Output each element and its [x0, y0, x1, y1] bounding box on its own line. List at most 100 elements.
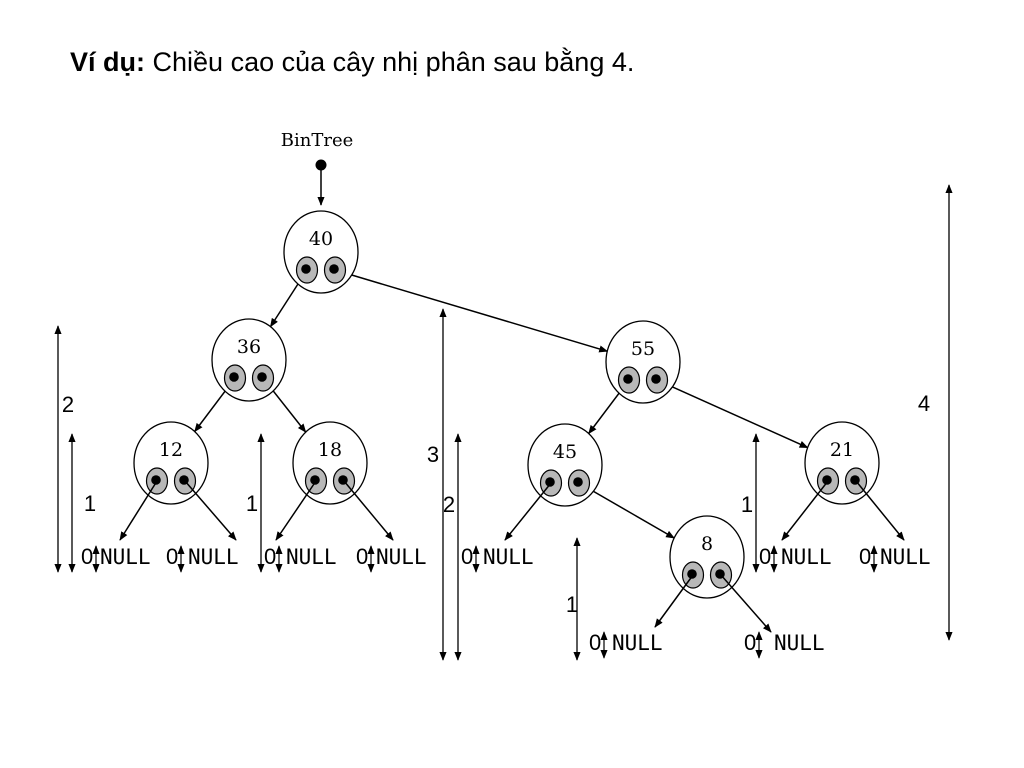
edge-n45-n8: [578, 482, 675, 539]
left-pointer-dot: [623, 374, 633, 384]
height-zero-label: 0: [264, 544, 276, 569]
tree-node-21: 21: [804, 421, 880, 505]
height-zero-label: 0: [744, 630, 756, 655]
null-label: NULL: [286, 545, 337, 569]
height-label: 4: [918, 391, 930, 416]
height-zero-label: 0: [81, 544, 93, 569]
tree-node-12: 12: [133, 421, 209, 505]
null-pointer-arrow: [184, 480, 237, 541]
node-key: 45: [553, 441, 577, 463]
null-child-n21-left: NULL 0: [759, 480, 832, 573]
tree-node-55: 55: [605, 320, 681, 404]
node-key: 12: [159, 439, 183, 461]
node-circle: [283, 210, 359, 294]
left-pointer-dot: [687, 569, 697, 579]
null-child-n45-left: NULL 0: [461, 482, 552, 573]
height-label: 2: [62, 392, 74, 417]
null-child-n8-left: NULL 0: [589, 574, 694, 659]
null-child-n12-left: NULL 0: [81, 480, 158, 573]
left-pointer-dot: [151, 475, 161, 485]
left-pointer-dot: [301, 264, 311, 274]
null-pointer-arrow: [654, 574, 694, 628]
edge-n40-n55: [334, 269, 609, 353]
node-circle: [527, 423, 603, 507]
height-zero-label: 0: [589, 630, 601, 655]
null-child-n18-right: NULL 0: [343, 480, 427, 573]
tree-node-8: 8: [669, 515, 745, 599]
left-pointer-dot: [229, 372, 239, 382]
null-pointer-arrow: [720, 574, 772, 633]
height-label: 2: [443, 492, 455, 517]
null-child-n8-right: NULL 0: [720, 574, 825, 659]
node-key: 21: [830, 439, 854, 461]
null-label: NULL: [612, 631, 663, 655]
tree-node-40: 40: [283, 210, 359, 294]
title-text: Chiều cao của cây nhị phân sau bằng 4.: [152, 47, 635, 77]
node-key: 55: [631, 338, 655, 360]
null-pointer-arrow: [275, 480, 317, 541]
null-label: NULL: [100, 545, 151, 569]
left-pointer-dot: [822, 475, 832, 485]
null-label: NULL: [188, 545, 239, 569]
left-pointer-dot: [545, 477, 555, 487]
right-pointer-dot: [257, 372, 267, 382]
node-key: 18: [318, 439, 342, 461]
node-key: 8: [701, 533, 713, 555]
right-pointer-dot: [329, 264, 339, 274]
tree-node-45: 45: [527, 423, 603, 507]
height-measure-h-18: 1: [246, 433, 265, 573]
right-pointer-dot: [573, 477, 583, 487]
tree-node-18: 18: [292, 421, 368, 505]
null-label: NULL: [781, 545, 832, 569]
null-pointer-arrow: [855, 480, 905, 541]
null-pointer-arrow: [343, 480, 394, 541]
height-zero-label: 0: [356, 544, 368, 569]
null-pointer-arrow: [504, 482, 552, 541]
height-label: 1: [566, 592, 578, 617]
node-circle: [292, 421, 368, 505]
node-circle: [605, 320, 681, 404]
height-measure-h-12: 1: [68, 433, 96, 573]
height-zero-label: 0: [759, 544, 771, 569]
height-measure-h-36: 2: [54, 325, 74, 573]
null-pointer-arrow: [119, 480, 158, 541]
slide-title: Ví dụ: Chiều cao của cây nhị phân sau bằ…: [70, 47, 634, 78]
node-circle: [804, 421, 880, 505]
null-child-n18-left: NULL 0: [264, 480, 337, 573]
edges-layer: [194, 165, 809, 539]
height-zero-label: 0: [461, 544, 473, 569]
title-bold: Ví dụ:: [70, 47, 145, 77]
tree-node-36: 36: [211, 318, 287, 402]
null-child-n21-right: NULL 0: [855, 480, 931, 573]
height-measure-h-55: 3: [427, 308, 447, 661]
height-measure-h-40: 4: [918, 184, 953, 641]
null-label: NULL: [880, 545, 931, 569]
root-label: BinTree: [281, 130, 354, 151]
height-label: 3: [427, 442, 439, 467]
node-circle: [133, 421, 209, 505]
height-measure-h-45: 2: [443, 433, 462, 661]
height-label: 1: [741, 492, 753, 517]
height-zero-label: 0: [859, 544, 871, 569]
edge-n55-n21: [656, 379, 809, 449]
null-label: NULL: [483, 545, 534, 569]
root-pointer-dot: [315, 159, 327, 171]
height-measure-h-21: 1: [741, 433, 760, 573]
height-measure-h-8: 1: [566, 537, 581, 661]
node-circle: [669, 515, 745, 599]
null-pointer-arrow: [781, 480, 829, 541]
height-label: 1: [84, 491, 96, 516]
node-key: 36: [237, 336, 261, 358]
height-zero-label: 0: [166, 544, 178, 569]
node-key: 40: [309, 228, 333, 250]
null-label: NULL: [376, 545, 427, 569]
height-label: 1: [246, 491, 258, 516]
node-circle: [211, 318, 287, 402]
left-pointer-dot: [310, 475, 320, 485]
null-child-n12-right: NULL 0: [166, 480, 239, 573]
null-label: NULL: [774, 631, 825, 655]
